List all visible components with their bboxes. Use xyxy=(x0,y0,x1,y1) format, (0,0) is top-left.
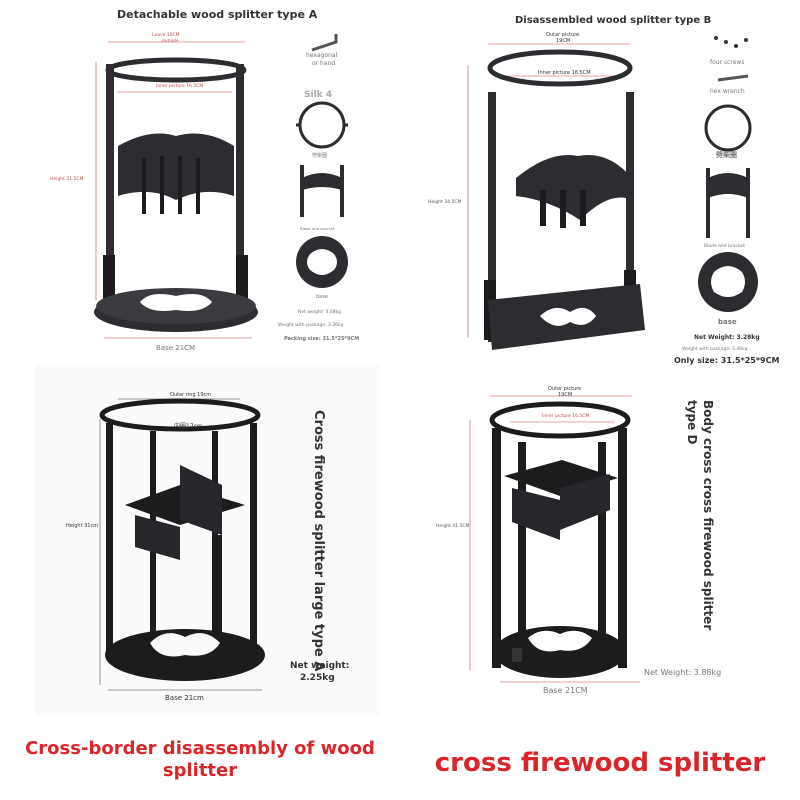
panel-a-title: Detachable wood splitter type A xyxy=(117,8,318,21)
part-wrench-label: hex wrench xyxy=(710,88,745,95)
outer-dim-label: Outer ring 19cm xyxy=(170,392,212,398)
caption-cross-border: Cross-border disassembly of wood splitte… xyxy=(25,738,375,781)
outer-dim-label: Outer picture xyxy=(546,32,580,38)
splitter-c-illustration xyxy=(99,398,265,691)
inner-dim-label: Inner picture 16.5CM xyxy=(542,414,590,419)
part-base-label: base xyxy=(316,294,328,300)
net-weight-label: Net Weight: 3.88kg xyxy=(644,668,722,677)
inner-dim-label: Inner picture 16.5CM xyxy=(538,70,591,76)
weight-package-label: Weight with package: 3.46kg xyxy=(682,347,748,352)
inner-dim-label: 内圈17cm xyxy=(174,423,203,430)
inner-dim-label: Inner picture 16.5CM xyxy=(156,84,204,89)
net-weight-value: 2.25kg xyxy=(300,673,335,683)
part-base-label: base xyxy=(718,318,737,326)
side-title: Body cross cross firewood splitter type … xyxy=(685,400,715,631)
part-blade-label: Blade and bracket xyxy=(704,244,745,249)
part-screw-label-2: or hand xyxy=(312,60,336,67)
panel-type-b: Disassembled wood splitter type B Outer xyxy=(400,0,800,370)
splitter-a-illustration xyxy=(94,34,348,339)
part-ring-label: 劈柴圈 xyxy=(312,153,328,159)
panel-b-title: Disassembled wood splitter type B xyxy=(515,15,712,26)
packing-size-label: Packing size: 31.5*25*9CM xyxy=(284,336,360,342)
splitter-d-illustration xyxy=(469,395,640,683)
height-dim-label: Height 34.5CM xyxy=(428,200,462,205)
base-dim-label: Base 21cm xyxy=(165,694,204,702)
net-weight-label: Net weight: xyxy=(290,661,350,671)
part-silk-label: Silk 4 xyxy=(304,90,333,100)
weight-package-label: Weight with package: 3.26kg xyxy=(278,323,344,328)
caption-cross-firewood: cross firewood splitter xyxy=(434,748,766,778)
splitter-b-illustration xyxy=(467,36,758,350)
base-dim-label: Base 21CM xyxy=(543,686,588,695)
outer-dim-label: Leave 10CM xyxy=(152,33,180,38)
outer-dim-label: Outer picture xyxy=(548,386,582,392)
net-weight-label: Net Weight: 3.28kg xyxy=(694,334,760,341)
side-title: Cross firewood splitter large type A xyxy=(311,410,326,672)
size-label: Only size: 31.5*25*9CM xyxy=(674,356,780,365)
panel-type-c: Outer ring 19cm 内圈17cm Height 31cm Base … xyxy=(0,365,400,800)
height-dim-label: Height 41.5CM xyxy=(436,524,470,529)
part-ring-label: 劈柴圈 xyxy=(716,151,737,159)
panel-type-a: Detachable wood splitter type A xyxy=(0,0,390,360)
part-screws-label: four screws xyxy=(710,59,745,66)
height-dim-label: Height 31cm xyxy=(66,523,99,529)
net-weight-label: Net weight: 3.08kg xyxy=(298,310,341,315)
height-dim-label: Height 31.5CM xyxy=(50,177,84,182)
panel-type-d: Outer picture 19CM Inner picture 16.5CM … xyxy=(400,370,800,800)
outer-dim-label-2: outside xyxy=(162,39,179,44)
outer-dim-label-2: 19CM xyxy=(558,392,573,398)
part-screw-label: hexagonal xyxy=(306,52,338,59)
part-blade-label: Blade and bracket xyxy=(300,226,335,231)
outer-dim-label-2: 19CM xyxy=(556,38,571,44)
base-dim-label: Base 21CM xyxy=(156,344,196,352)
